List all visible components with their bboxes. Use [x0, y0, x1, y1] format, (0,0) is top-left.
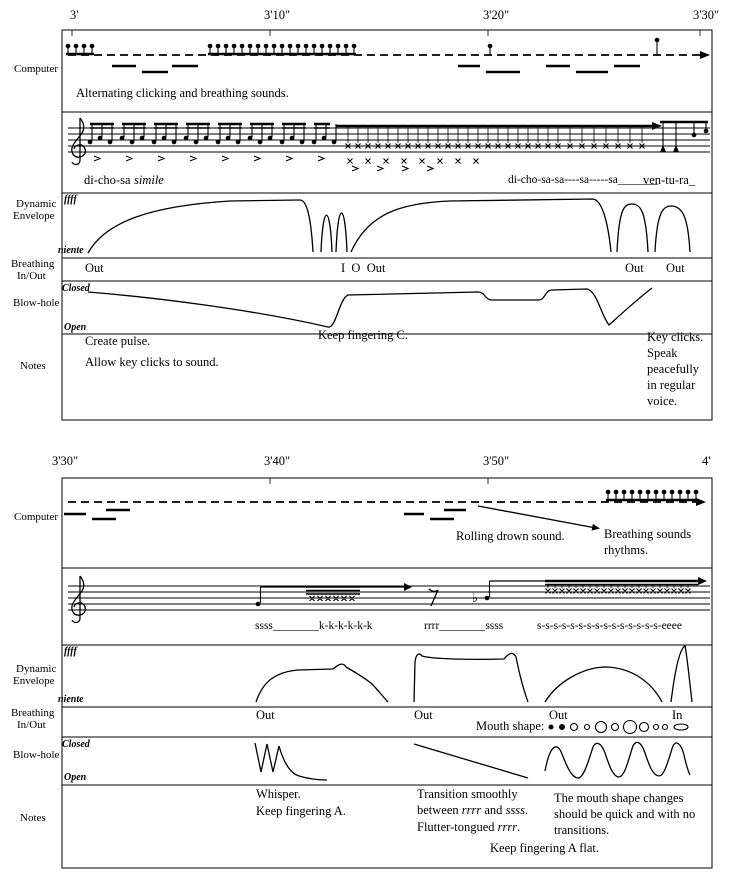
row-label-breathing: Breathing	[11, 707, 55, 719]
mouth-shape-label: Mouth shape:	[476, 719, 545, 733]
mouth-shape-icons	[548, 719, 689, 735]
system1-staff-notation	[68, 117, 710, 172]
blowhole-closed-label: Closed	[62, 283, 90, 294]
note-text-italic: rrrr	[461, 803, 482, 817]
note-text: .	[525, 803, 529, 817]
breathing-mark: Out	[414, 708, 433, 722]
performance-note: Transition smoothly between rrrr and sss…	[417, 786, 559, 818]
envelope-min-label: niente	[58, 694, 84, 705]
system2-frame	[61, 477, 713, 869]
row-label-envelope: Envelope	[13, 675, 55, 687]
performance-note: Whisper.	[256, 787, 301, 801]
performance-note: Flutter-tongued rrrr.	[417, 820, 520, 835]
system2-graphics: ♭	[61, 477, 713, 869]
row-label-dynamic: Dynamic	[16, 198, 57, 210]
time-marker: 3'30"	[693, 8, 720, 22]
lyric: ven-tu-ra_	[643, 173, 696, 187]
row-label-breathing: Breathing	[11, 258, 55, 270]
note-text-italic: rrrr	[497, 820, 518, 834]
vocal-syllables: s-s-s-s-s-s-s-s-s-s-s-s-s-s-s-eeee	[537, 620, 682, 632]
blowhole-open-label: Open	[64, 772, 87, 783]
lyric-simile: simile	[134, 173, 164, 187]
time-marker: 3'30"	[52, 454, 79, 468]
system2-computer-notation	[64, 489, 706, 531]
row-label-blowhole: Blow-hole	[13, 297, 60, 309]
row-label-notes: Notes	[20, 360, 46, 372]
row-label-inout: In/Out	[17, 270, 46, 282]
envelope-max-label: ffff	[64, 646, 77, 657]
computer-caption: Alternating clicking and breathing sound…	[76, 86, 289, 100]
envelope-min-label: niente	[58, 245, 84, 256]
performance-note: The mouth shape changes should be quick …	[554, 791, 696, 837]
breathing-mark: Out	[85, 261, 104, 275]
note-text-italic: ssss	[505, 803, 526, 817]
performance-note: Keep fingering C.	[318, 328, 408, 342]
row-label-computer: Computer	[14, 63, 58, 75]
time-marker: 3'40"	[264, 454, 291, 468]
system1-blowhole-curve	[87, 287, 653, 328]
system2-dynamic-envelope-curve	[255, 645, 693, 703]
breathing-mark: Out	[549, 708, 568, 722]
computer-caption: Breathing sounds rhythms.	[604, 527, 692, 557]
row-label-blowhole: Blow-hole	[13, 749, 60, 761]
performance-note: Allow key clicks to sound.	[85, 355, 219, 369]
row-label-dynamic: Dynamic	[16, 663, 57, 675]
breathing-mark: Out	[256, 708, 275, 722]
note-text: and	[481, 803, 506, 817]
row-label-inout: In/Out	[17, 719, 46, 731]
vocal-syllables: rrrr________ssss	[424, 620, 504, 632]
lyric: di-cho-sa-sa----sa-----sa_______	[508, 174, 659, 186]
breathing-mark: Out	[625, 261, 644, 275]
lyric: di-cho-sa	[84, 173, 131, 187]
performance-note: Key clicks. Speak peacefully in regular …	[647, 330, 704, 408]
computer-caption: Rolling drown sound.	[456, 529, 565, 543]
system1-computer-notation	[65, 37, 710, 74]
envelope-max-label: ffff	[64, 194, 77, 205]
performance-note: Keep fingering A flat.	[490, 841, 599, 855]
time-marker: 3'10"	[264, 8, 291, 22]
treble-clef-icon	[71, 575, 87, 624]
system1-frame	[61, 29, 713, 421]
flat-sign-icon: ♭	[472, 591, 478, 606]
time-marker: 3'	[70, 8, 79, 22]
system2-staff-notation: ♭	[68, 575, 710, 624]
system1-dynamic-envelope-curve	[87, 198, 691, 254]
time-marker: 3'20"	[483, 8, 510, 22]
vocal-syllables: ssss________k-k-k-k-k-k	[255, 620, 373, 632]
time-marker: 3'50"	[483, 454, 510, 468]
row-label-envelope: Envelope	[13, 210, 55, 222]
time-marker: 4'	[702, 454, 711, 468]
performance-note: Create pulse.	[85, 334, 151, 348]
blowhole-closed-label: Closed	[62, 739, 90, 750]
breathing-mark: I O Out	[341, 261, 386, 275]
row-label-computer: Computer	[14, 511, 58, 523]
breathing-mark: In	[672, 708, 683, 722]
note-text: Transition smoothly between	[417, 787, 518, 817]
blowhole-open-label: Open	[64, 322, 87, 333]
performance-note: Keep fingering A.	[256, 804, 346, 818]
system2-blowhole-curve	[254, 741, 691, 781]
system1-graphics	[61, 29, 713, 421]
breathing-mark: Out	[666, 261, 685, 275]
note-text: Flutter-tongued	[417, 820, 498, 834]
row-label-notes: Notes	[20, 812, 46, 824]
treble-clef-icon	[71, 117, 87, 166]
note-text: .	[517, 820, 521, 834]
